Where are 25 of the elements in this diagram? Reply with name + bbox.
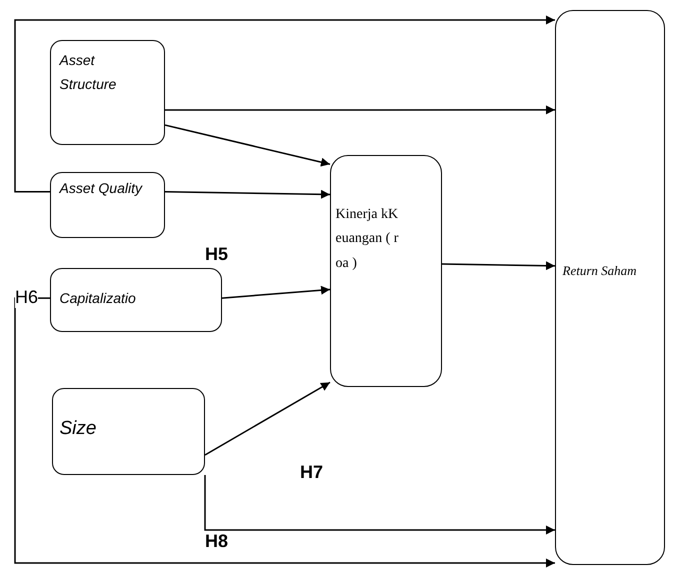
asset-quality-box bbox=[50, 172, 165, 238]
arrow bbox=[165, 105, 555, 114]
node-label: Return Saham bbox=[562, 262, 638, 280]
hypothesis-label: H7 bbox=[300, 462, 324, 483]
hypothesis-label: H5 bbox=[205, 244, 228, 265]
size-box bbox=[52, 388, 205, 475]
arrow bbox=[164, 124, 330, 167]
asset-structure-box bbox=[50, 40, 165, 145]
node-label: Kinerja kKeuangan ( roa ) bbox=[336, 206, 400, 272]
arrow bbox=[204, 475, 555, 535]
arrow bbox=[14, 16, 555, 193]
performance-box bbox=[330, 155, 442, 387]
arrow bbox=[442, 261, 556, 270]
hypothesis-label: H8 bbox=[205, 531, 228, 552]
node-label: Size bbox=[60, 416, 98, 440]
arrow bbox=[222, 286, 330, 299]
arrow bbox=[164, 190, 330, 199]
hypothesis-label: H6 bbox=[15, 287, 38, 308]
node-label: Capitalizatio bbox=[60, 288, 137, 308]
return-box bbox=[555, 10, 665, 565]
node-label: Asset Structure bbox=[60, 50, 118, 94]
node-label: Asset Quality bbox=[60, 178, 144, 198]
arrow bbox=[204, 382, 330, 456]
capitalization-box bbox=[50, 268, 222, 332]
arrow bbox=[14, 297, 555, 568]
